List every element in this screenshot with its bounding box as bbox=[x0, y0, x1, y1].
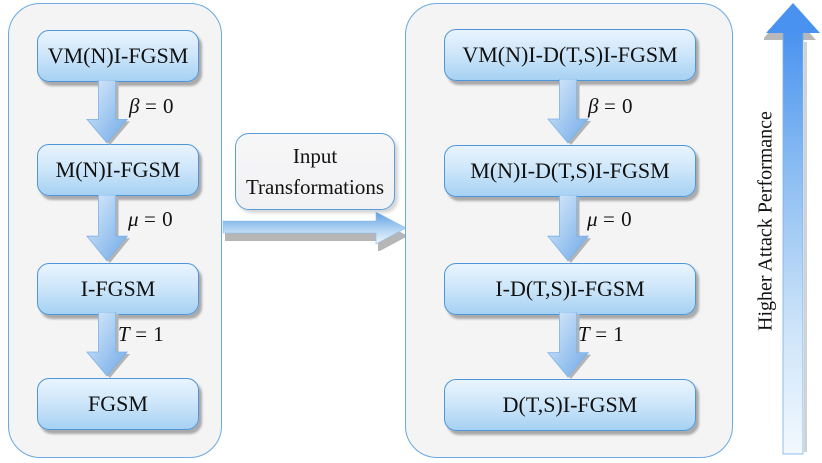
node-dtsi-fgsm: D(T,S)I-FGSM bbox=[444, 379, 696, 431]
node-mni-dtsi-fgsm-label: M(N)I-D(T,S)I-FGSM bbox=[470, 158, 670, 183]
arrow-label-beta: β= 0 bbox=[129, 94, 174, 119]
node-vmni-fgsm-label: VM(N)I-FGSM bbox=[47, 43, 189, 68]
node-mni-fgsm-label: M(N)I-FGSM bbox=[55, 157, 181, 182]
input-transformations-line2: Transformations bbox=[245, 174, 385, 199]
input-transformations-box: Input Transformations bbox=[235, 133, 395, 210]
arrow-label-t: T= 1 bbox=[578, 322, 624, 347]
right-arrow-icon bbox=[222, 211, 407, 251]
beta-symbol: β bbox=[588, 94, 599, 118]
node-i-fgsm-label: I-FGSM bbox=[80, 276, 156, 301]
arrow-label-beta: β= 0 bbox=[588, 94, 633, 119]
down-arrow-icon bbox=[86, 312, 131, 378]
mu-eq: = 0 bbox=[603, 207, 633, 231]
beta-eq: = 0 bbox=[144, 94, 175, 118]
node-i-dtsi-fgsm: I-D(T,S)I-FGSM bbox=[444, 263, 696, 315]
node-mni-fgsm: M(N)I-FGSM bbox=[37, 144, 199, 196]
up-arrow-icon bbox=[764, 3, 820, 455]
t-eq: = 1 bbox=[595, 322, 625, 346]
node-i-dtsi-fgsm-label: I-D(T,S)I-FGSM bbox=[495, 276, 645, 301]
node-vmni-fgsm: VM(N)I-FGSM bbox=[37, 30, 199, 82]
node-i-fgsm: I-FGSM bbox=[37, 263, 199, 315]
beta-eq: = 0 bbox=[603, 94, 634, 118]
right-panel: VM(N)I-D(T,S)I-FGSM M(N)I-D(T,S)I-FGSM I… bbox=[405, 3, 733, 458]
mu-eq: = 0 bbox=[144, 207, 174, 231]
node-dtsi-fgsm-label: D(T,S)I-FGSM bbox=[502, 392, 638, 417]
mu-symbol: μ bbox=[128, 207, 140, 231]
t-symbol: T bbox=[578, 322, 591, 346]
down-arrow-icon bbox=[547, 312, 592, 379]
node-vmni-dtsi-fgsm: VM(N)I-D(T,S)I-FGSM bbox=[444, 29, 696, 81]
down-arrow-icon bbox=[86, 195, 131, 263]
beta-symbol: β bbox=[129, 94, 140, 118]
node-vmni-dtsi-fgsm-label: VM(N)I-D(T,S)I-FGSM bbox=[462, 42, 678, 67]
down-arrow-icon bbox=[86, 80, 131, 145]
node-fgsm: FGSM bbox=[37, 378, 199, 430]
down-arrow-icon bbox=[547, 79, 592, 145]
arrow-label-t: T= 1 bbox=[118, 322, 164, 347]
node-mni-dtsi-fgsm: M(N)I-D(T,S)I-FGSM bbox=[444, 145, 696, 197]
t-eq: = 1 bbox=[135, 322, 165, 346]
t-symbol: T bbox=[118, 322, 131, 346]
arrow-label-mu: μ= 0 bbox=[128, 207, 173, 232]
left-panel: VM(N)I-FGSM M(N)I-FGSM I-FGSM FGSM β= 0 … bbox=[8, 3, 222, 458]
down-arrow-icon bbox=[547, 195, 592, 263]
mu-symbol: μ bbox=[587, 207, 599, 231]
node-fgsm-label: FGSM bbox=[88, 391, 148, 416]
arrow-label-mu: μ= 0 bbox=[587, 207, 632, 232]
input-transformations-line1: Input bbox=[292, 143, 338, 168]
performance-axis-label: Higher Attack Performance bbox=[754, 111, 777, 331]
